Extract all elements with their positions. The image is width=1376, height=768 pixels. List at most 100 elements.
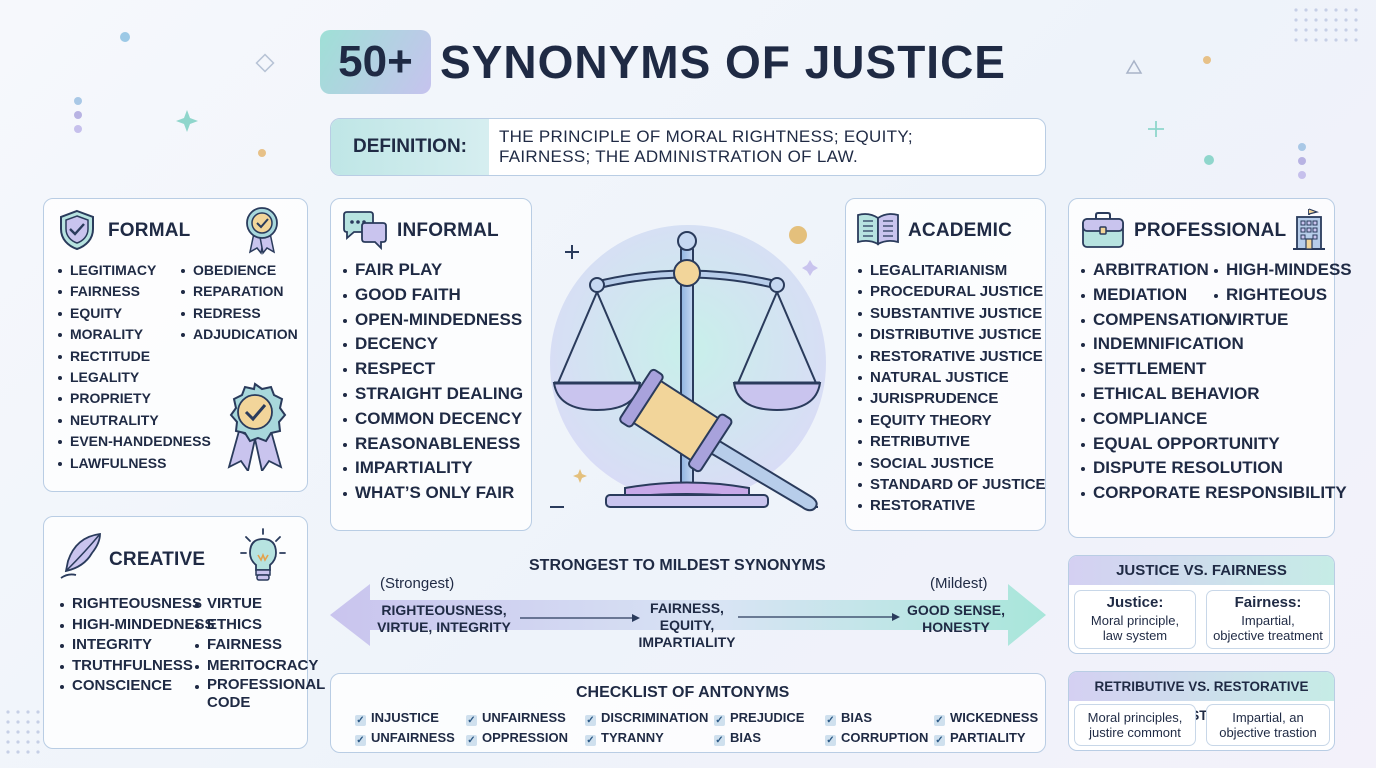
professional-item: SETTLEMENT xyxy=(1081,357,1347,382)
mildest-line-1: GOOD SENSE, xyxy=(906,602,1006,618)
definition-line-2: FAIRNESS; THE ADMINISTRATION OF LAW. xyxy=(499,147,859,166)
formal-item: LAWFULNESS xyxy=(58,453,211,474)
academic-item: NATURAL JUSTICE xyxy=(858,367,1046,388)
justice-heading: Justice: xyxy=(1106,594,1164,611)
creative-item: CONSCIENCE xyxy=(60,676,215,697)
creative-item: FAIRNESS xyxy=(195,635,318,656)
informal-item: STRAIGHT DEALING xyxy=(343,382,523,407)
restorative-line-2: objective trastion xyxy=(1219,725,1317,740)
middle-synonyms: FAIRNESS, EQUITY, IMPARTIALITY xyxy=(628,600,746,651)
creative-item: INTEGRITY xyxy=(60,635,215,656)
fairness-line-1: Impartial, xyxy=(1241,613,1295,628)
informal-item: OPEN-MINDEDNESS xyxy=(343,308,523,333)
antonyms-title: CHECKLIST OF ANTONYMS xyxy=(576,684,790,701)
checkbox-icon: ✓ xyxy=(714,735,725,746)
chat-bubbles-icon xyxy=(343,211,387,251)
academic-card: ACADEMIC LEGALITARIANISM PROCEDURAL JUST… xyxy=(845,198,1046,531)
professional-item: COMPLIANCE xyxy=(1081,407,1347,432)
definition-box: DEFINITION: THE PRINCIPLE OF MORAL RIGHT… xyxy=(330,118,1046,176)
definition-line-1: THE PRINCIPLE OF MORAL RIGHTNESS; EQUITY… xyxy=(499,127,913,146)
checkbox-icon: ✓ xyxy=(585,715,596,726)
retributive-cell: Moral principles, justire commont xyxy=(1074,704,1196,746)
formal-list-col2: OBEDIENCE REPARATION REDRESS ADJUDICATIO… xyxy=(181,260,298,346)
informal-title: INFORMAL xyxy=(397,220,499,241)
academic-item: DISTRIBUTIVE JUSTICE xyxy=(858,324,1046,345)
professional-item: ARBITRATION xyxy=(1081,258,1347,283)
creative-item: RIGHTEOUSNESS xyxy=(60,594,215,615)
informal-item: COMMON DECENCY xyxy=(343,407,523,432)
creative-title: CREATIVE xyxy=(109,549,206,570)
academic-item: LEGALITARIANISM xyxy=(858,260,1046,281)
informal-item: GOOD FAITH xyxy=(343,283,523,308)
checkbox-icon: ✓ xyxy=(825,735,836,746)
briefcase-icon xyxy=(1082,212,1124,248)
antonym-item: ✓PREJUDICE xyxy=(714,710,805,726)
retributive-line-1: Moral principles, xyxy=(1087,710,1183,725)
office-building-icon xyxy=(1293,208,1325,250)
formal-item: LEGITIMACY xyxy=(58,260,211,281)
justice-line-2: law system xyxy=(1102,628,1168,643)
checkbox-icon: ✓ xyxy=(714,715,725,726)
definition-label: DEFINITION: xyxy=(331,119,489,175)
informal-item: REASONABLENESS xyxy=(343,432,523,457)
formal-item: ADJUDICATION xyxy=(181,324,298,345)
formal-title: FORMAL xyxy=(108,220,191,241)
strongest-label: (Strongest) xyxy=(380,575,455,592)
informal-card: INFORMAL FAIR PLAY GOOD FAITH OPEN-MINDE… xyxy=(330,198,532,531)
strength-gradient-arrow xyxy=(330,584,1046,646)
count-badge: 50+ xyxy=(320,30,431,94)
creative-item: VIRTUE xyxy=(195,594,318,615)
justice-vs-fairness-box: JUSTICE VS. FAIRNESS Justice: Moral prin… xyxy=(1068,555,1335,654)
professional-item: DISPUTE RESOLUTION xyxy=(1081,456,1347,481)
creative-list-col2: VIRTUE ETHICS FAIRNESS MERITOCRACY PROFE… xyxy=(195,594,325,712)
checkbox-icon: ✓ xyxy=(355,715,366,726)
professional-item: RIGHTEOUS xyxy=(1214,283,1352,308)
informal-item: RESPECT xyxy=(343,357,523,382)
strongest-line-1: RIGHTEOUSNESS, xyxy=(381,602,507,618)
academic-item: SUBSTANTIVE JUSTICE xyxy=(858,303,1046,324)
academic-title: ACADEMIC xyxy=(908,220,1012,241)
academic-item: STANDARD OF JUSTICE xyxy=(858,474,1046,495)
creative-item: HIGH-MINDEDNESS xyxy=(60,615,215,636)
formal-item: EQUITY xyxy=(58,303,211,324)
professional-list-col1: ARBITRATION MEDIATION COMPENSATION INDEM… xyxy=(1081,258,1347,506)
formal-item: REDRESS xyxy=(181,303,298,324)
antonym-item: ✓PARTIALITY xyxy=(934,730,1026,746)
professional-item: EQUAL OPPORTUNITY xyxy=(1081,432,1347,457)
professional-item: VIRTUE xyxy=(1214,308,1352,333)
formal-item: OBEDIENCE xyxy=(181,260,298,281)
creative-list-col1: RIGHTEOUSNESS HIGH-MINDEDNESS INTEGRITY … xyxy=(60,594,215,697)
fairness-cell: Fairness: Impartial, objective treatment xyxy=(1206,590,1330,649)
scales-of-justice-illustration xyxy=(550,225,826,512)
formal-item: EVEN-HANDEDNESS xyxy=(58,431,211,452)
justice-vs-fairness-title: JUSTICE VS. FAIRNESS xyxy=(1069,556,1334,585)
informal-list: FAIR PLAY GOOD FAITH OPEN-MINDEDNESS DEC… xyxy=(343,258,523,506)
feather-quill-icon xyxy=(60,532,101,579)
formal-item: FAIRNESS xyxy=(58,281,211,302)
professional-item: INDEMNIFICATION xyxy=(1081,332,1347,357)
middle-line-1: FAIRNESS, xyxy=(650,600,724,616)
middle-line-2: EQUITY, xyxy=(659,617,715,633)
professional-item: COMPENSATION xyxy=(1081,308,1347,333)
formal-item: REPARATION xyxy=(181,281,298,302)
mildest-synonyms: GOOD SENSE, HONESTY xyxy=(902,602,1010,636)
professional-item: ETHICAL BEHAVIOR xyxy=(1081,382,1347,407)
middle-line-3: IMPARTIALITY xyxy=(638,634,736,650)
antonym-item: ✓UNFAIRNESS xyxy=(466,710,566,726)
retributive-vs-restorative-title: RETRIBUTIVE VS. RESTORATIVE JUSTICE xyxy=(1069,672,1334,723)
strength-title: STRONGEST TO MILDEST SYNONYMS xyxy=(529,557,826,574)
justice-cell: Justice: Moral principle, law system xyxy=(1074,590,1196,649)
professional-card: PROFESSIONAL ARBITRATION MEDIATION COMPE… xyxy=(1068,198,1352,538)
restorative-cell: Impartial, an objective trastion xyxy=(1206,704,1330,746)
page-title: SYNONYMS OF JUSTICE xyxy=(440,36,1006,88)
antonym-item: ✓UNFAIRNESS xyxy=(355,730,455,746)
justice-line-1: Moral principle, xyxy=(1090,613,1180,628)
academic-item: JURISPRUDENCE xyxy=(858,388,1046,409)
checkbox-icon: ✓ xyxy=(355,735,366,746)
antonym-item: ✓WICKEDNESS xyxy=(934,710,1039,726)
checkbox-icon: ✓ xyxy=(934,735,945,746)
professional-item: CORPORATE RESPONSIBILITY xyxy=(1081,481,1347,506)
academic-item: EQUITY THEORY xyxy=(858,410,1046,431)
formal-item: MORALITY xyxy=(58,324,211,345)
formal-item: RECTITUDE xyxy=(58,346,211,367)
